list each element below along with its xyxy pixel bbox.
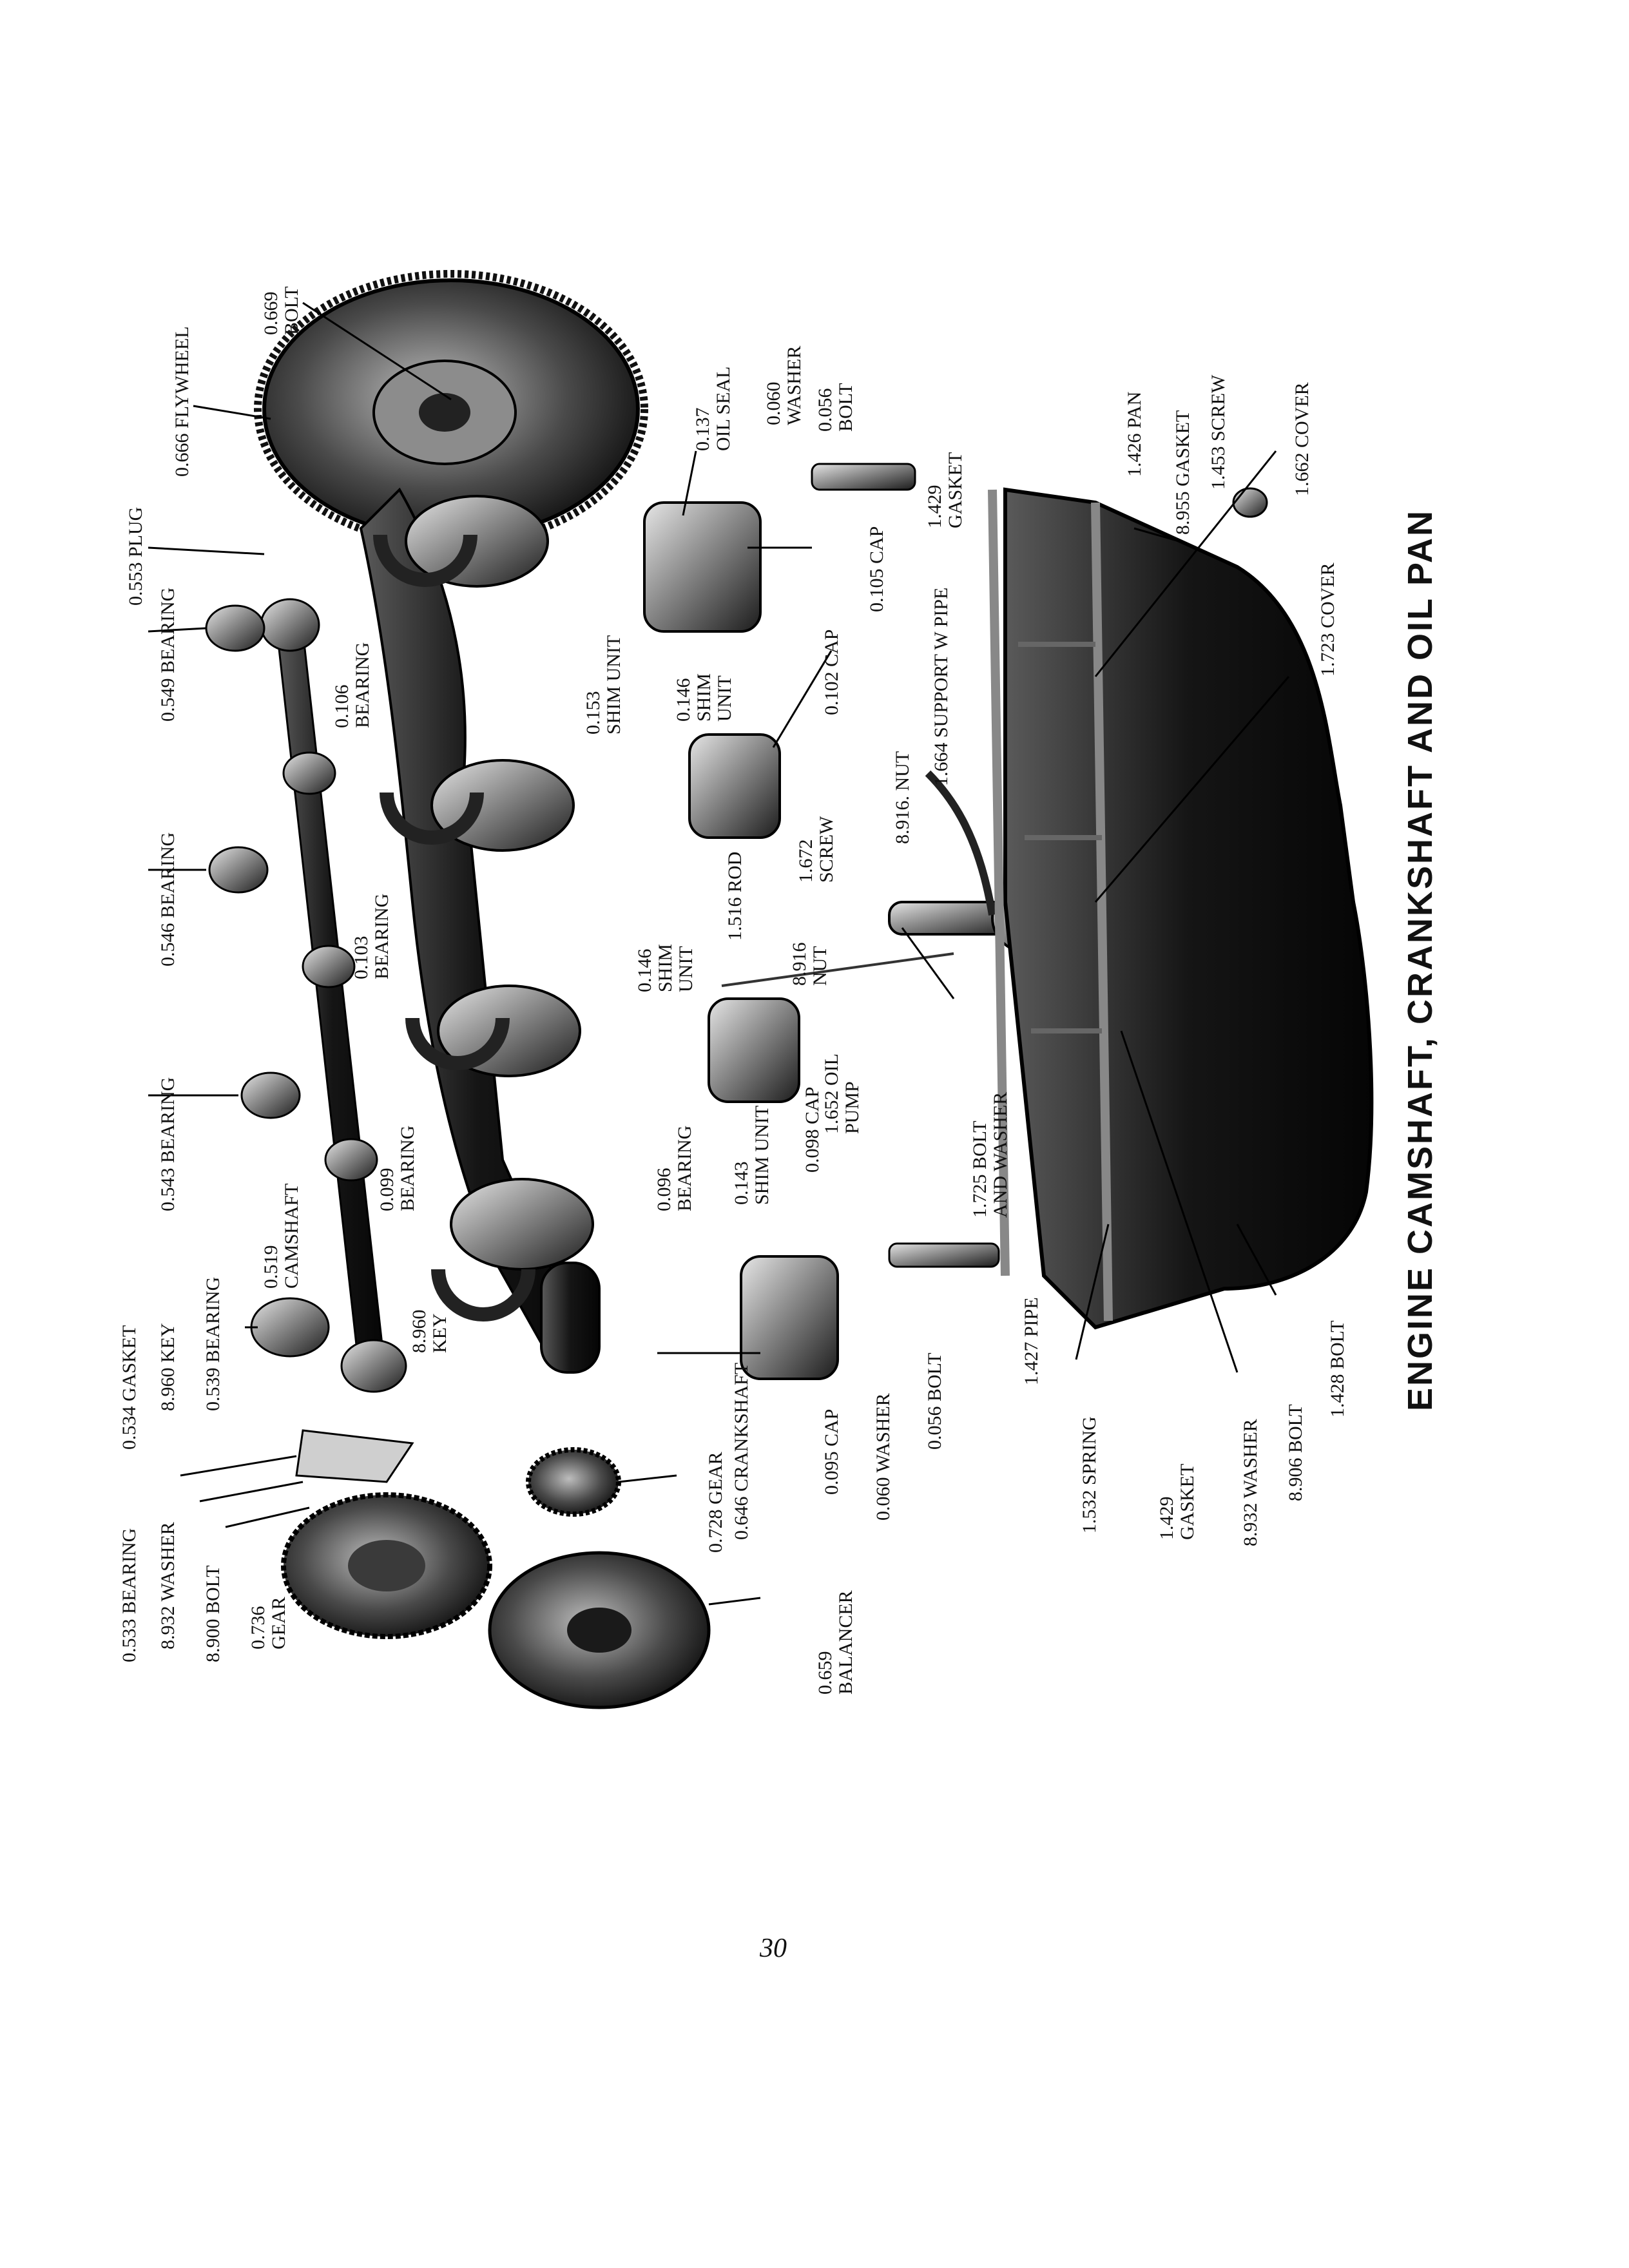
callout-washer-060: 0.060 WASHER bbox=[872, 1393, 894, 1521]
callout-bolt-8906: 8.906 BOLT bbox=[1285, 1404, 1306, 1501]
callout-support-pipe: 1.664 SUPPORT W PIPE bbox=[930, 588, 952, 786]
page-title: ENGINE CAMSHAFT, CRANKSHAFT AND OIL PAN bbox=[1401, 509, 1440, 1411]
callout-washer-8932b: 8.932 WASHER bbox=[1240, 1419, 1261, 1546]
callout-washer-rear: 0.060WASHER bbox=[763, 346, 805, 425]
callout-shim-146b: 0.146SHIMUNIT bbox=[634, 944, 697, 992]
callout-gear-736: 0.736GEAR bbox=[247, 1597, 289, 1649]
bearing-caps-drawing bbox=[373, 463, 1000, 1380]
callout-gear-728: 0.728 GEAR bbox=[705, 1452, 726, 1553]
callout-shim-146a: 0.146SHIMUNIT bbox=[673, 673, 735, 722]
callout-shim-153: 0.153SHIM UNIT bbox=[583, 635, 624, 735]
callout-flywheel-bolt: 0.669BOLT bbox=[260, 286, 302, 335]
callout-cover-1723: 1.723 COVER bbox=[1317, 562, 1338, 677]
callout-bearing-546: 0.546 BEARING bbox=[157, 832, 178, 966]
callout-bearing-533: 0.533 BEARING bbox=[119, 1528, 140, 1662]
leader-lines bbox=[148, 302, 1290, 1606]
callout-balancer: 0.659BALANCER bbox=[815, 1590, 856, 1695]
callout-bolt-rear: 0.056BOLT bbox=[815, 383, 856, 432]
callout-nut-8916a: 8.916NUT bbox=[789, 943, 831, 986]
flywheel-drawing bbox=[254, 270, 648, 548]
crankshaft-drawing bbox=[359, 487, 601, 1374]
callout-crankshaft: 0.646 CRANKSHAFT bbox=[731, 1363, 752, 1540]
callout-gasket-1429b: 1.429GASKET bbox=[1156, 1464, 1198, 1540]
callout-camshaft: 0.519CAMSHAFT bbox=[260, 1184, 302, 1289]
page-number: 30 bbox=[760, 1934, 787, 1963]
callout-plug: 0.553 PLUG bbox=[125, 507, 146, 606]
callout-screw-1453: 1.453 SCREW bbox=[1208, 374, 1229, 490]
callout-cap-098: 0.098 CAP bbox=[802, 1087, 823, 1173]
callout-bearing-106: 0.106BEARING bbox=[331, 642, 373, 728]
callout-pan: 1.426 PAN bbox=[1124, 392, 1145, 477]
callout-bolt-056: 0.056 BOLT bbox=[924, 1352, 945, 1450]
callout-bolt-washer: 1.725 BOLTAND WASHER bbox=[969, 1092, 1011, 1218]
camshaft-bearings-drawing bbox=[205, 604, 330, 1358]
callout-cover-1662: 1.662 COVER bbox=[1291, 382, 1313, 496]
callout-rod: 1.516 ROD bbox=[724, 852, 746, 941]
callout-labels: 0.666 FLYWHEEL 0.669BOLT 0.553 PLUG 0.13… bbox=[119, 286, 1348, 1695]
callout-bearing-103: 0.103BEARING bbox=[351, 894, 392, 979]
callout-gasket-534: 0.534 GASKET bbox=[119, 1325, 140, 1450]
callout-nut-8916b: 8.916. NUT bbox=[892, 751, 913, 844]
callout-shim-143: 0.143SHIM UNIT bbox=[731, 1106, 773, 1205]
callout-cap-rear: 0.105 CAP bbox=[866, 526, 887, 612]
callout-pipe-1427: 1.427 PIPE bbox=[1021, 1297, 1042, 1385]
callout-gasket-8955: 8.955 GASKET bbox=[1172, 410, 1193, 535]
callout-flywheel: 0.666 FLYWHEEL bbox=[171, 326, 193, 477]
callout-oil-seal: 0.137OIL SEAL bbox=[692, 367, 734, 451]
callout-bearing-549: 0.549 BEARING bbox=[157, 588, 178, 722]
callout-bolt-1428: 1.428 BOLT bbox=[1327, 1320, 1348, 1418]
callout-washer-8932a: 8.932 WASHER bbox=[157, 1522, 178, 1649]
callout-key-8960b: 8.960 KEY bbox=[157, 1323, 178, 1411]
callout-cap-095: 0.095 CAP bbox=[821, 1409, 842, 1495]
callout-key-8960a: 8.960KEY bbox=[409, 1310, 450, 1354]
camshaft-drawing bbox=[260, 598, 407, 1393]
oil-pan-drawing bbox=[988, 487, 1374, 1330]
timing-gears-drawing bbox=[281, 1429, 711, 1709]
callout-oil-pump: 1.652 OILPUMP bbox=[821, 1053, 863, 1134]
callout-gasket-1429a: 1.429GASKET bbox=[924, 452, 966, 528]
callout-bearing-539: 0.539 BEARING bbox=[202, 1277, 224, 1411]
callout-bearing-543: 0.543 BEARING bbox=[157, 1077, 178, 1211]
callout-spring: 1.532 SPRING bbox=[1079, 1416, 1100, 1533]
callout-bearing-096: 0.096BEARING bbox=[653, 1126, 695, 1211]
callout-screw-1672: 1.672SCREW bbox=[795, 816, 837, 883]
callout-bearing-099: 0.099BEARING bbox=[376, 1126, 418, 1211]
callout-bolt-8900: 8.900 BOLT bbox=[202, 1565, 224, 1662]
callout-cap-102: 0.102 CAP bbox=[821, 629, 842, 715]
